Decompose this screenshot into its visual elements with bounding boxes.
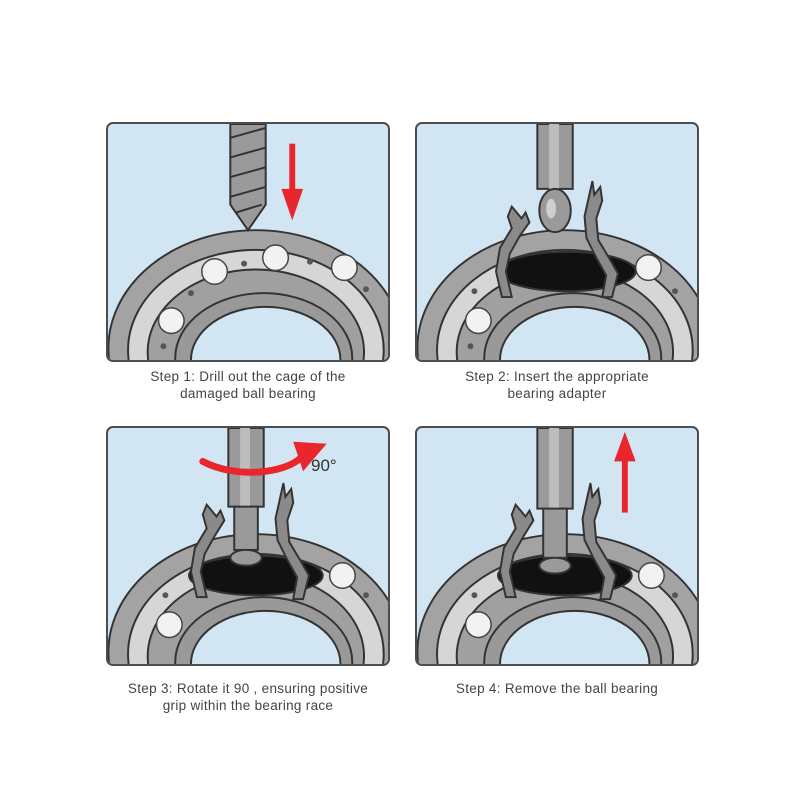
step-3-caption: Step 3: Rotate it 90 , ensuring positive…: [96, 680, 400, 714]
arrow-up-icon: [614, 431, 636, 513]
step-2-caption: Step 2: Insert the appropriate bearing a…: [415, 368, 699, 402]
step-1-caption: Step 1: Drill out the cage of the damage…: [106, 368, 390, 402]
step-3-caption-line-2: grip within the bearing race: [162, 698, 334, 713]
rotate-arrow-icon: [199, 441, 327, 476]
ball-bearing: [108, 533, 388, 664]
step-1-panel: [106, 122, 390, 362]
bearing-adapter: [536, 124, 574, 234]
step-3-panel: [106, 426, 390, 666]
ball-bearing: [108, 229, 388, 360]
step-2-panel: [415, 122, 699, 362]
step-4-illustration: [417, 428, 697, 664]
step-1-caption-line-1: Step 1: Drill out the cage of the: [150, 369, 346, 384]
bearing-adapter: [536, 428, 574, 575]
bearing-adapter: [227, 428, 265, 567]
step-2-caption-line-1: Step 2: Insert the appropriate: [465, 369, 649, 384]
puller-jaws: [498, 482, 618, 601]
step-2-caption-line-2: bearing adapter: [507, 386, 607, 401]
step-4-caption-line-1: Step 4: Remove the ball bearing: [455, 681, 659, 696]
puller-jaws: [495, 180, 620, 299]
step-1-caption-line-2: damaged ball bearing: [180, 386, 316, 401]
ball-bearing: [417, 229, 697, 360]
step-3-caption-line-1: Step 3: Rotate it 90 , ensuring positive: [127, 681, 369, 696]
arrow-down-icon: [281, 143, 304, 221]
step-3-illustration: [108, 428, 388, 664]
step-2-illustration: [417, 124, 697, 360]
rotation-90-label: 90°: [311, 456, 337, 475]
puller-jaws: [189, 482, 311, 601]
step-4-caption: Step 4: Remove the ball bearing: [415, 680, 699, 697]
drill-bit: [229, 124, 267, 232]
step-1-illustration: [108, 124, 388, 360]
step-4-panel: [415, 426, 699, 666]
